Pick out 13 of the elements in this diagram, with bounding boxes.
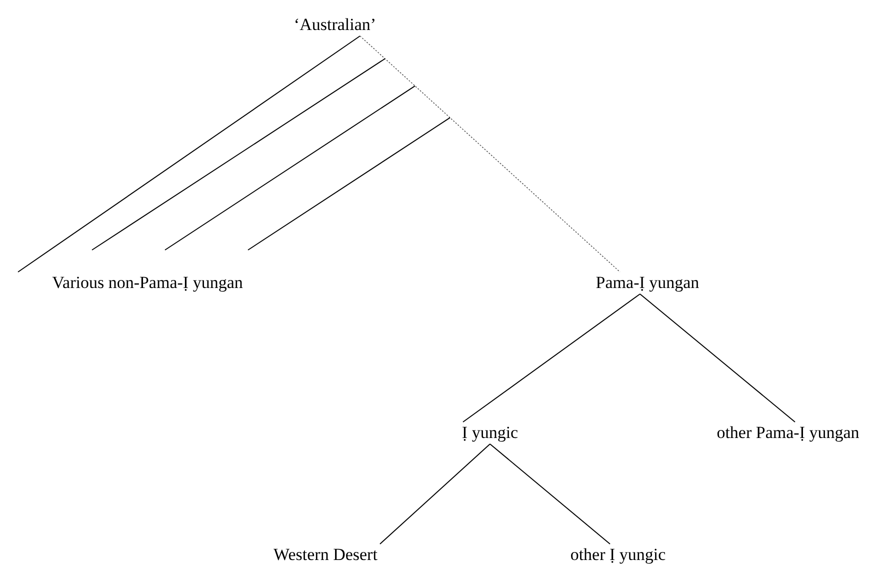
tree-node-label: Western Desert	[258, 544, 393, 566]
tree-node-label: other Ị yungic	[548, 544, 688, 566]
branch-line	[490, 444, 610, 544]
dotted-branch-line	[360, 36, 620, 272]
branch-line	[380, 444, 490, 544]
tree-node-label: ‘Australian’	[285, 14, 385, 36]
branch-line	[640, 294, 796, 422]
tree-node-label: Pama-Ị yungan	[585, 272, 710, 294]
tree-node-label: other Pama-Ị yungan	[688, 422, 888, 444]
branch-line	[462, 294, 640, 422]
tree-node-label: Various non-Pama-Ị yungan	[10, 272, 285, 294]
branch-line	[18, 36, 360, 272]
tree-node-label: Ị yungic	[445, 422, 535, 444]
